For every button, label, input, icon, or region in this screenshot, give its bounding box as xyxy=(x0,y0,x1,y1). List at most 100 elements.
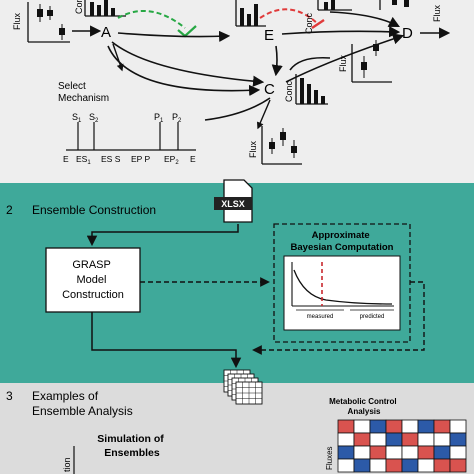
heatmap-cell xyxy=(401,445,419,460)
heatmap-cell xyxy=(385,432,403,447)
heatmap-cell xyxy=(433,432,451,447)
grasp-label: GRASP Model Construction xyxy=(62,259,124,301)
mech-top-1: S1 xyxy=(72,112,82,124)
select-mechanism-line-1: Select xyxy=(58,81,86,92)
ensemble-stack-icon xyxy=(223,369,263,405)
conc-label-a: Conc xyxy=(74,0,84,14)
node-e: E xyxy=(264,27,274,44)
heatmap-cell xyxy=(433,419,451,434)
flux-label-d: Flux xyxy=(338,54,348,72)
arrow-e-to-c xyxy=(271,45,283,77)
mech-bottom-2: ES1 xyxy=(76,154,91,166)
heatmap-cell xyxy=(433,445,451,460)
node-c: C xyxy=(264,81,275,98)
mech-bottom-6: E xyxy=(190,154,196,164)
arrow-abc-down xyxy=(252,281,425,355)
grasp-line-2: Model xyxy=(76,274,106,286)
heatmap-cell xyxy=(449,458,467,473)
arrow-c-down xyxy=(204,97,271,121)
heatmap-cell xyxy=(449,419,467,434)
mca-line-1: Metabolic Control xyxy=(329,397,397,406)
arrow-grasp-down xyxy=(91,312,242,369)
conc-barplot-a: Conc xyxy=(74,0,126,17)
panel-2-title: Ensemble Construction xyxy=(32,203,156,217)
conc-label-e: Conc xyxy=(304,12,314,34)
mech-top-3: P1 xyxy=(154,112,164,124)
arrow-c-loop xyxy=(289,56,331,71)
node-d: D xyxy=(402,25,413,42)
conc-barplot-c: Conc xyxy=(284,74,328,105)
abc-line-2: Bayesian Computation xyxy=(291,242,394,253)
top-right-stubs xyxy=(317,0,409,11)
panel-3-title-line-1: Examples of xyxy=(32,389,99,403)
fluxes-label: Fluxes xyxy=(325,446,334,470)
heatmap-cell xyxy=(385,458,403,473)
abc-label: Approximate Bayesian Computation xyxy=(291,230,394,253)
flux-label-c: Flux xyxy=(248,140,258,158)
heatmap-cell xyxy=(369,445,387,460)
mca-heatmap xyxy=(337,419,467,473)
heatmap-cell xyxy=(337,445,355,460)
heatmap-cell xyxy=(449,445,467,460)
mech-bottom-3: ES S xyxy=(101,154,121,164)
mech-top-2: S2 xyxy=(89,112,99,124)
mech-bottom-1: E xyxy=(63,154,69,164)
arrow-xlsx-to-grasp xyxy=(86,224,239,247)
grasp-line-1: GRASP xyxy=(72,259,110,271)
heatmap-cell xyxy=(401,432,419,447)
green-activation-arrow xyxy=(117,10,186,29)
abc-distance-plot: measured predicted xyxy=(291,262,394,320)
heatmap-cell xyxy=(401,458,419,473)
xlsx-label: XLSX xyxy=(221,199,245,209)
panel-2-number: 2 xyxy=(6,203,13,217)
panel-3-title: Examples of Ensemble Analysis xyxy=(32,389,133,418)
heatmap-cell xyxy=(417,445,435,460)
mech-bottom-4: EP P xyxy=(131,154,151,164)
flux-boxplot-d: Flux xyxy=(338,40,392,83)
arrow-e-to-d xyxy=(281,26,401,38)
grasp-box xyxy=(45,247,141,313)
heatmap-cell xyxy=(353,458,371,473)
heatmap-cell xyxy=(353,419,371,434)
flux-boxplot-c: Flux xyxy=(248,126,302,165)
heatmap-cell xyxy=(417,432,435,447)
arrow-a-to-mechanism xyxy=(112,43,124,72)
measured-label: measured xyxy=(307,314,334,320)
simulation-line-1: Simulation of xyxy=(97,433,164,445)
flux-boxplot-a: Flux xyxy=(12,2,70,43)
xlsx-file-icon: XLSX xyxy=(214,179,253,223)
arrow-a-to-e xyxy=(117,30,231,42)
flux-label-e: Flux xyxy=(432,4,442,22)
mca-line-2: Analysis xyxy=(348,407,381,416)
predicted-label: predicted xyxy=(360,314,385,320)
red-inhibition-bar xyxy=(311,19,325,29)
conc-barplot-e xyxy=(235,0,266,27)
heatmap-cell xyxy=(433,458,451,473)
heatmap-cell xyxy=(369,419,387,434)
heatmap-cell xyxy=(337,432,355,447)
node-a: A xyxy=(101,24,111,41)
heatmap-cell xyxy=(449,432,467,447)
abc-plot-box xyxy=(283,255,401,331)
heatmap-cell xyxy=(337,458,355,473)
grasp-line-3: Construction xyxy=(62,289,124,301)
conc-label-c: Conc xyxy=(284,80,294,102)
panel-3-number: 3 xyxy=(6,389,13,403)
arrow-a-to-c xyxy=(111,41,265,87)
arrow-c-to-flux xyxy=(256,99,271,130)
heatmap-cell xyxy=(337,419,355,434)
heatmap-cell xyxy=(385,419,403,434)
heatmap-cell xyxy=(385,445,403,460)
mech-bottom-5: EP2 xyxy=(164,154,179,166)
red-inhibition-arrow xyxy=(259,8,319,25)
heatmap-cell xyxy=(417,458,435,473)
heatmap-cell xyxy=(417,419,435,434)
simulation-line-2: Ensembles xyxy=(104,447,160,459)
arrow-top-to-d xyxy=(329,11,400,28)
select-mechanism-line-2: Mechanism xyxy=(58,93,109,104)
mca-label: Metabolic Control Analysis xyxy=(329,397,399,416)
heatmap-cell xyxy=(401,419,419,434)
arrow-a-to-c-lower xyxy=(107,45,261,97)
